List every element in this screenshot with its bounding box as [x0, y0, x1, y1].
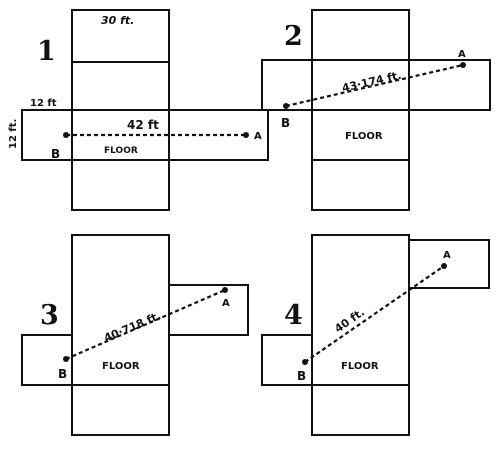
panel-2-label-a: A	[458, 49, 466, 60]
panel-1-floor-label: FLOOR	[104, 146, 138, 156]
panel-3-label-b: B	[58, 367, 67, 381]
panel-3: 3 40·718 ft. B A FLOOR	[21, 234, 249, 436]
panel-3-wall-left	[21, 334, 72, 386]
panel-4-label-a: A	[443, 250, 451, 261]
panel-3-path-line	[65, 288, 226, 361]
panel-1: 1 30 ft. 12 ft 12 ft. 42 ft B A FLOOR	[8, 9, 269, 211]
panel-4-path-line	[304, 265, 445, 363]
panel-4: 4 40 ft. B A FLOOR	[261, 234, 490, 436]
panel-3-wall-right	[169, 284, 249, 336]
panel-4-point-b	[302, 359, 308, 365]
panel-3-point-a	[222, 287, 228, 293]
panel-2-point-a	[460, 62, 466, 68]
panel-4-distance-label: 40 ft.	[332, 306, 367, 336]
panel-2: 2 43·174 ft. B A FLOOR	[261, 9, 491, 211]
panel-1-point-b	[63, 132, 69, 138]
panel-2-path-line	[285, 63, 464, 108]
panel-1-point-a	[243, 132, 249, 138]
panel-1-label-a: A	[254, 131, 262, 142]
panel-3-distance-label: 40·718 ft.	[102, 309, 163, 345]
panel-3-point-b	[63, 356, 69, 362]
panel-3-number: 3	[40, 300, 59, 331]
panel-1-side-dimension-left: 12 ft.	[8, 119, 19, 149]
panel-2-floor-label: FLOOR	[345, 131, 383, 142]
panel-4-wall-left	[261, 334, 312, 386]
panel-4-wall-right	[409, 239, 490, 289]
panel-2-distance-label: 43·174 ft.	[341, 69, 403, 95]
panel-4-point-a	[441, 263, 447, 269]
panel-4-room-strip	[311, 234, 410, 436]
panel-1-distance-label: 42 ft	[127, 118, 159, 132]
panel-1-side-dimension-top: 12 ft	[30, 98, 57, 109]
panel-1-number: 1	[37, 36, 56, 67]
panel-4-floor-label: FLOOR	[341, 361, 379, 372]
panel-4-label-b: B	[297, 369, 306, 383]
panel-2-number: 2	[284, 21, 303, 52]
panel-4-number: 4	[284, 300, 303, 331]
panel-2-point-b	[283, 103, 289, 109]
panel-1-label-b: B	[51, 147, 60, 161]
panel-3-floor-label: FLOOR	[102, 361, 140, 372]
panel-1-top-dimension: 30 ft.	[101, 14, 134, 27]
panel-2-wall-strip	[261, 59, 491, 111]
panel-2-label-b: B	[281, 116, 290, 130]
panel-1-wall-strip	[21, 109, 269, 161]
panel-3-label-a: A	[222, 298, 230, 309]
